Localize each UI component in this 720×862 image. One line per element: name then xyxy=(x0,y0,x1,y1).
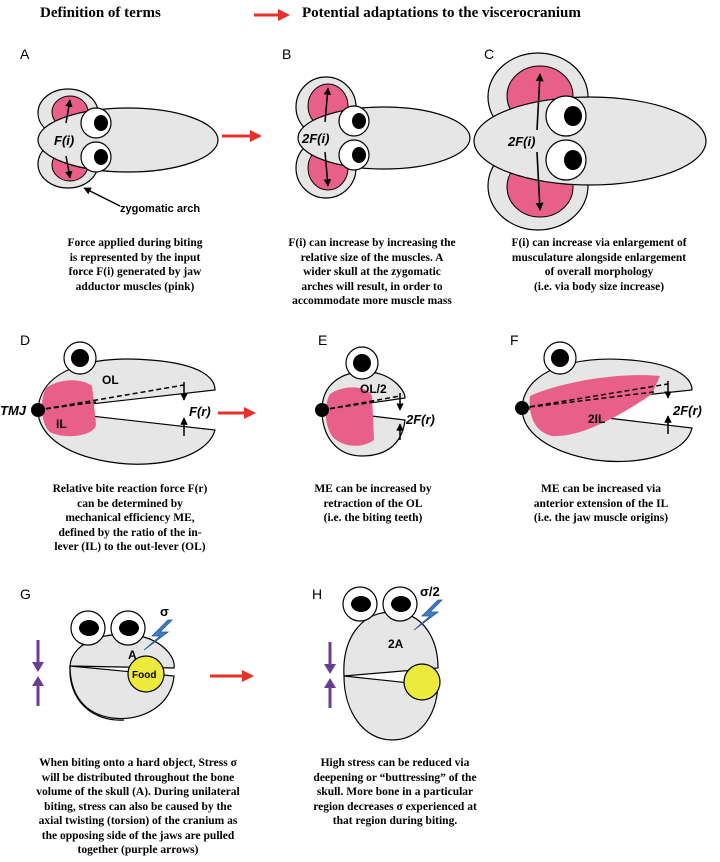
panel-letter-a: A xyxy=(20,46,30,62)
force-label-2fi: 2F(i) xyxy=(507,134,535,149)
pupil xyxy=(353,354,371,372)
panel-letter-b: B xyxy=(282,46,292,62)
purple-arrow-down-head xyxy=(324,664,336,674)
pupil xyxy=(71,349,89,367)
pupil-top xyxy=(94,115,108,131)
caption-h: High stress can be reduced via deepening… xyxy=(313,757,477,827)
force-arrow-down xyxy=(65,155,73,179)
caption-b: F(i) can increase by increasing the rela… xyxy=(288,237,456,307)
zygomatic-pointer-arrow xyxy=(83,187,121,207)
panel-letter-h: H xyxy=(312,586,323,602)
caption-g: When biting onto a hard object, Stress σ… xyxy=(36,757,240,856)
panel-letter-d: D xyxy=(20,332,31,348)
in-lever-line xyxy=(321,401,375,411)
skull-outline xyxy=(473,96,707,186)
jaw-muscle xyxy=(41,380,96,437)
panel-g-stress-diagram: σ A Food xyxy=(32,604,175,721)
food-item xyxy=(127,655,165,693)
panel-letter-f: F xyxy=(510,332,519,348)
in-lever-line xyxy=(521,391,655,409)
pupil-top xyxy=(352,113,366,129)
purple-arrow-up-head xyxy=(324,678,336,688)
zygomatic-arch-label: zygomatic arch xyxy=(120,203,200,215)
panel-f-lever-diagram: 2IL 2F(r) xyxy=(515,341,702,463)
panel-e-lever-diagram: OL/2 2F(r) xyxy=(315,346,435,457)
red-arrow-d-to-e xyxy=(218,407,256,419)
force-arrow-down xyxy=(535,151,544,211)
area-label: A xyxy=(128,648,137,662)
stress-label: σ xyxy=(160,604,169,619)
header-adaptations: Potential adaptations to the viscerocran… xyxy=(302,5,581,21)
panel-d-lever-diagram: TMJ OL IL F(r) xyxy=(0,341,216,465)
pupil-left xyxy=(79,620,99,636)
in-lever-line xyxy=(37,401,97,411)
caption-d: Relative bite reaction force F(r) can be… xyxy=(52,483,208,553)
panel-letter-g: G xyxy=(20,586,31,602)
force-arrow-up xyxy=(65,99,73,124)
header-definition-of-terms: Definition of terms xyxy=(40,5,161,21)
stress-label: σ/2 xyxy=(420,584,440,599)
pupil-bottom xyxy=(94,149,108,165)
panel-letter-e: E xyxy=(318,332,328,348)
panel-c-skull-diagram: 2F(i) xyxy=(473,52,707,231)
pupil-right xyxy=(391,596,411,612)
purple-arrow-up-head xyxy=(32,676,44,686)
force-label-2fi: 2F(i) xyxy=(301,131,329,146)
pupil-right xyxy=(119,620,139,636)
caption-e: ME can be increased by retraction of the… xyxy=(314,483,432,524)
out-lever-line xyxy=(37,384,185,411)
food-item xyxy=(403,663,441,701)
caption-c: F(i) can increase via enlargement of mus… xyxy=(511,237,687,293)
stress-bolt-icon xyxy=(413,599,443,631)
reaction-force-label: F(r) xyxy=(189,404,211,419)
out-lever-label: OL xyxy=(102,373,119,387)
pupil-top xyxy=(564,106,582,126)
purple-arrow-down-head xyxy=(32,662,44,672)
panel-h-stress-diagram: σ/2 2A xyxy=(324,584,443,741)
reaction-force-label: 2F(r) xyxy=(672,403,702,418)
pupil xyxy=(551,349,569,367)
caption-a: Force applied during biting is represent… xyxy=(67,237,203,293)
force-arrow-up xyxy=(323,87,332,123)
out-lever-line xyxy=(321,395,401,411)
pupil-left xyxy=(351,596,371,612)
in-lever-label: 2IL xyxy=(588,412,605,426)
tmj-label: TMJ xyxy=(0,403,27,418)
panel-b-skull-diagram: 2F(i) xyxy=(295,76,471,199)
caption-f: ME can be increased via anterior extensi… xyxy=(533,483,669,524)
food-label: Food xyxy=(132,670,156,681)
reaction-force-label: 2F(r) xyxy=(405,412,435,427)
out-lever-line xyxy=(521,383,669,409)
in-lever-label: IL xyxy=(56,417,67,431)
pupil-bottom xyxy=(564,150,582,170)
panel-a-skull-diagram: F(i) zygomatic arch xyxy=(37,88,219,215)
force-arrow-down xyxy=(323,151,332,187)
force-arrow-up xyxy=(535,73,544,131)
red-arrow-g-to-h xyxy=(210,670,254,682)
area-label: 2A xyxy=(388,637,404,651)
panel-letter-c: C xyxy=(484,46,495,62)
stress-bolt-icon xyxy=(143,619,173,651)
jaw-muscle xyxy=(325,387,374,446)
pupil-bottom xyxy=(352,147,366,163)
force-label-fi: F(i) xyxy=(54,133,74,148)
red-arrow-a-to-b xyxy=(222,130,262,142)
out-lever-label: OL/2 xyxy=(360,382,387,396)
header-arrow-icon xyxy=(252,8,292,27)
